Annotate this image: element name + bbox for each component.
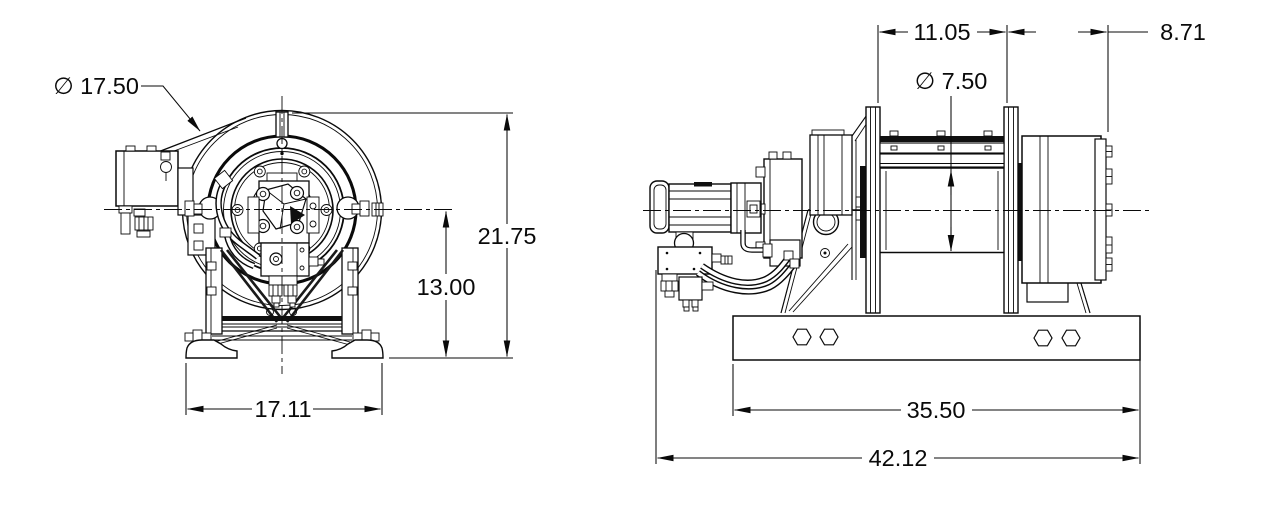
control-valve xyxy=(657,230,800,312)
leader-flange-diameter xyxy=(141,85,201,132)
end-view-dimensions: ∅ 17.50 21.75 13.00 17.11 xyxy=(53,73,536,422)
end-housing xyxy=(1021,135,1113,284)
side-view-dimensions: 11.05 8.71 ∅ 7.50 35.50 42.12 xyxy=(655,19,1206,471)
dim-overall-length: 42.12 xyxy=(869,445,928,471)
mounting-feet xyxy=(185,339,384,359)
base-plate-bolts xyxy=(792,328,1081,347)
support-legs xyxy=(205,247,359,335)
side-view: 11.05 8.71 ∅ 7.50 35.50 42.12 xyxy=(643,19,1206,471)
center-valve-assembly xyxy=(213,169,325,308)
dim-overall-height: 21.75 xyxy=(478,223,537,249)
drum-flanges xyxy=(860,106,1023,314)
side-view-drawing xyxy=(643,106,1152,361)
dim-centerline-height: 13.00 xyxy=(417,274,476,300)
dim-motor-housing-length: 8.71 xyxy=(1160,19,1206,45)
left-support-bracket xyxy=(780,201,860,314)
dim-base-width: 17.11 xyxy=(254,396,311,422)
drum-barrel xyxy=(879,130,1005,254)
dim-drum-length: 11.05 xyxy=(913,19,970,45)
dim-drum-barrel-diameter: ∅ 7.50 xyxy=(915,68,988,94)
tie-bar xyxy=(880,136,1004,142)
end-view: ∅ 17.50 21.75 13.00 17.11 xyxy=(53,73,536,422)
dim-flange-diameter: ∅ 17.50 xyxy=(53,73,139,99)
hydraulic-motor xyxy=(649,180,762,254)
dim-base-length: 35.50 xyxy=(907,397,966,423)
side-valve-box xyxy=(115,117,247,256)
end-view-drawing xyxy=(104,96,456,374)
